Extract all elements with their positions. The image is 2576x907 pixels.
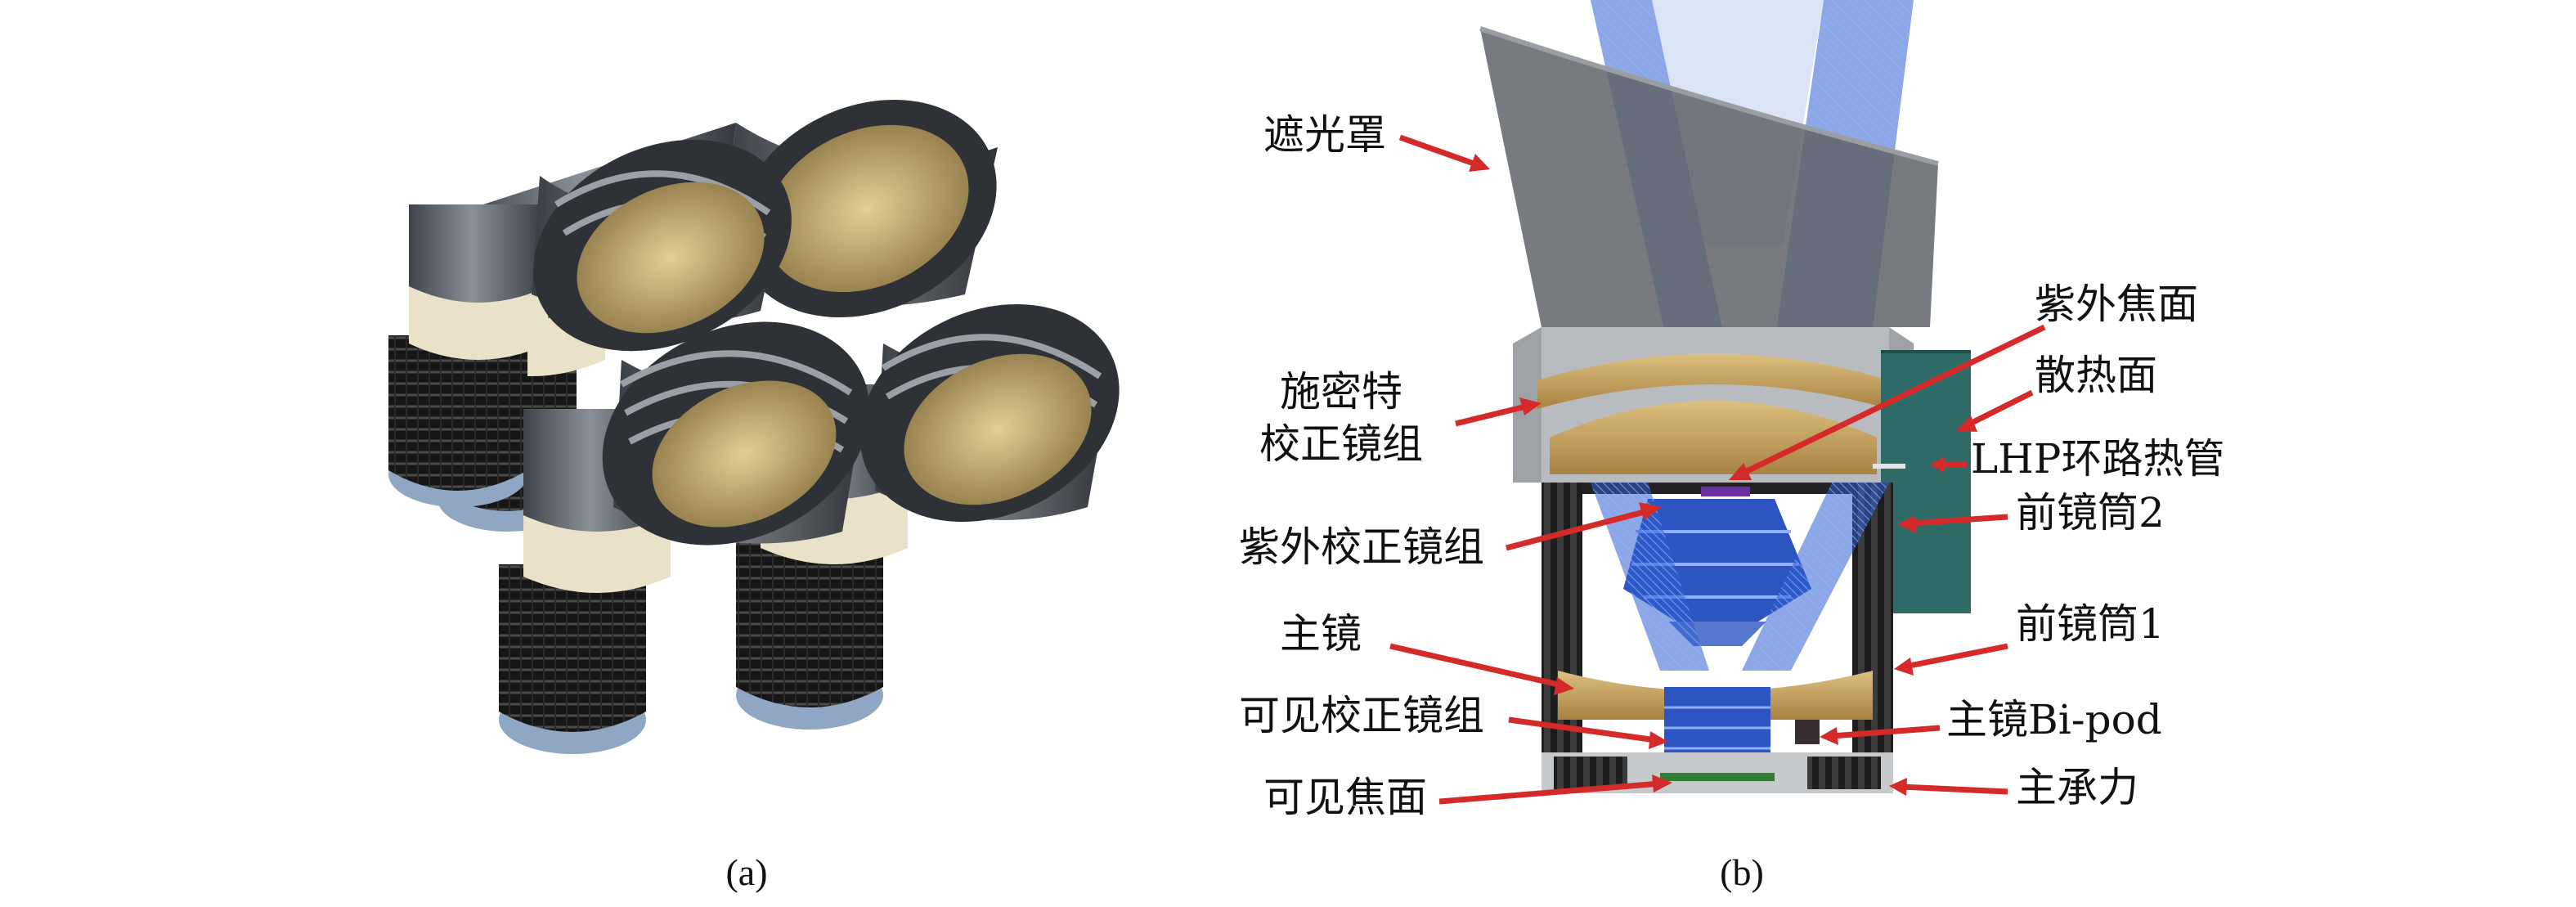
arrow-uv-focal-plane — [1739, 324, 2046, 478]
primary-bipod — [1795, 720, 1820, 744]
label-front-barrel-2: 前镜筒2 — [2016, 489, 2165, 537]
label-lhp: LHP环路热管 — [1971, 435, 2224, 483]
visible-focal-plane — [1660, 773, 1775, 781]
arrow-uv-corrector — [1506, 507, 1651, 551]
label-radiator: 散热面 — [2035, 352, 2157, 399]
arrow-visible-corrector — [1508, 716, 1657, 743]
arrow-main-structure — [1901, 784, 2008, 795]
label-baffle: 遮光罩 — [1263, 111, 1386, 159]
label-front-barrel-1: 前镜筒1 — [2016, 600, 2165, 648]
schmidt-lens — [1537, 353, 1889, 409]
label-schmidt-line1: 施密特 — [1280, 368, 1402, 415]
arrow-primary-bipod — [1831, 725, 1941, 739]
label-primary-bipod: 主镜Bi-pod — [1946, 696, 2162, 743]
panel-a-telescope-render — [388, 99, 1120, 754]
label-visible-corrector: 可见校正镜组 — [1239, 692, 1484, 739]
label-main-structure: 主承力 — [2016, 764, 2138, 811]
label-visible-focal-plane: 可见焦面 — [1263, 774, 1427, 821]
baffle-shape — [1480, 29, 1938, 327]
arrow-primary-mirror — [1389, 643, 1563, 689]
label-uv-corrector: 紫外校正镜组 — [1239, 523, 1484, 571]
panel-a-caption: (a) — [725, 851, 767, 893]
label-primary-mirror: 主镜 — [1280, 610, 1362, 658]
telescope-unit — [388, 139, 792, 507]
arrow-radiator — [1965, 389, 2034, 429]
schmidt-lens — [1550, 401, 1877, 474]
uv-focal-plane — [1701, 487, 1750, 496]
arrow-front-barrel-1 — [1905, 643, 2008, 670]
arrow-baffle — [1398, 134, 1480, 168]
telescope-unit — [499, 321, 870, 754]
label-schmidt-line2: 校正镜组 — [1259, 420, 1423, 468]
arrow-schmidt — [1455, 402, 1530, 427]
label-uv-focal-plane: 紫外焦面 — [2035, 281, 2198, 328]
radiator-panel — [1881, 352, 1971, 613]
arrow-front-barrel-2 — [1909, 514, 2008, 527]
panel-b-caption: (b) — [1720, 851, 1764, 893]
arrow-visible-focal-plane — [1438, 780, 1661, 805]
